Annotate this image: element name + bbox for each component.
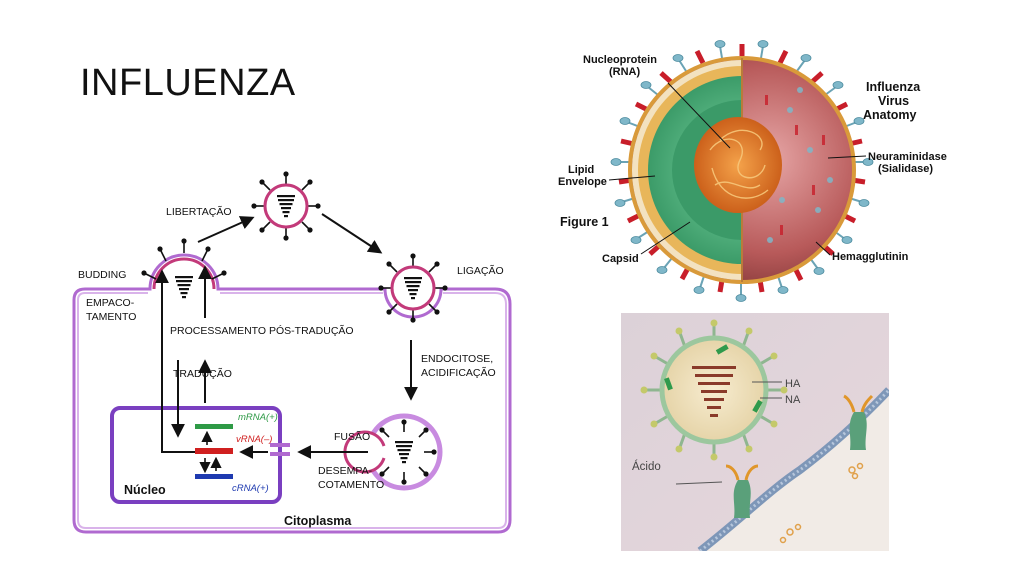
label-lipid-1: Lipid <box>568 164 594 176</box>
binding-virion <box>378 253 448 323</box>
label-fusao: FUSÃO <box>334 430 370 443</box>
crna-bar <box>195 474 233 479</box>
label-desempacotamento-1: DESEMPA- <box>318 465 373 477</box>
label-processamento: PROCESSAMENTO PÓS-TRADUÇÃO <box>170 324 354 337</box>
label-nucleoprotein-1: Nucleoprotein <box>583 54 657 66</box>
label-traducao: TRADUÇÃO <box>173 367 232 380</box>
label-budding: BUDDING <box>78 269 126 281</box>
host-cell-region <box>700 390 889 551</box>
label-anatomy-title-1: Influenza <box>866 80 921 94</box>
label-figure: Figure 1 <box>560 215 609 229</box>
label-desempacotamento-2: COTAMENTO <box>318 479 384 491</box>
label-ligacao: LIGAÇÃO <box>457 264 504 277</box>
label-neuraminidase-2: (Sialidase) <box>878 163 933 175</box>
label-empacotamento-1: EMPACO- <box>86 297 135 309</box>
label-na: NA <box>785 394 801 406</box>
sialic-acid-receptor-2 <box>843 394 874 450</box>
binding-virion <box>640 319 788 461</box>
label-anatomy-title-2: Virus <box>878 94 909 108</box>
released-virion <box>251 171 321 241</box>
label-empacotamento-2: TAMENTO <box>86 311 136 323</box>
label-nucleoprotein-2: (RNA) <box>609 66 640 78</box>
sialic-acid-receptor <box>725 464 759 518</box>
label-crna: cRNA(+) <box>232 483 269 494</box>
label-ha: HA <box>785 378 801 390</box>
label-lipid-2: Envelope <box>558 176 607 188</box>
label-neuraminidase-1: Neuraminidase <box>868 151 947 163</box>
cell-membrane <box>72 253 512 534</box>
label-vrna: vRNA(–) <box>236 434 272 445</box>
label-anatomy-title-3: Anatomy <box>863 108 917 122</box>
label-endocitose-1: ENDOCITOSE, <box>421 353 493 365</box>
label-endocitose-2: ACIDIFICAÇÃO <box>421 366 496 379</box>
label-nucleo: Núcleo <box>124 483 166 497</box>
vrna-bar <box>195 448 233 454</box>
label-citoplasma: Citoplasma <box>284 514 352 528</box>
label-mrna: mRNA(+) <box>238 412 278 423</box>
label-libertacao: LIBERTAÇÃO <box>166 205 232 218</box>
label-hemagglutinin: Hemagglutinin <box>832 251 909 263</box>
mrna-bar <box>195 424 233 429</box>
label-capsid: Capsid <box>602 253 639 265</box>
slide-title: INFLUENZA <box>80 62 296 104</box>
label-acido: Ácido <box>632 460 661 473</box>
